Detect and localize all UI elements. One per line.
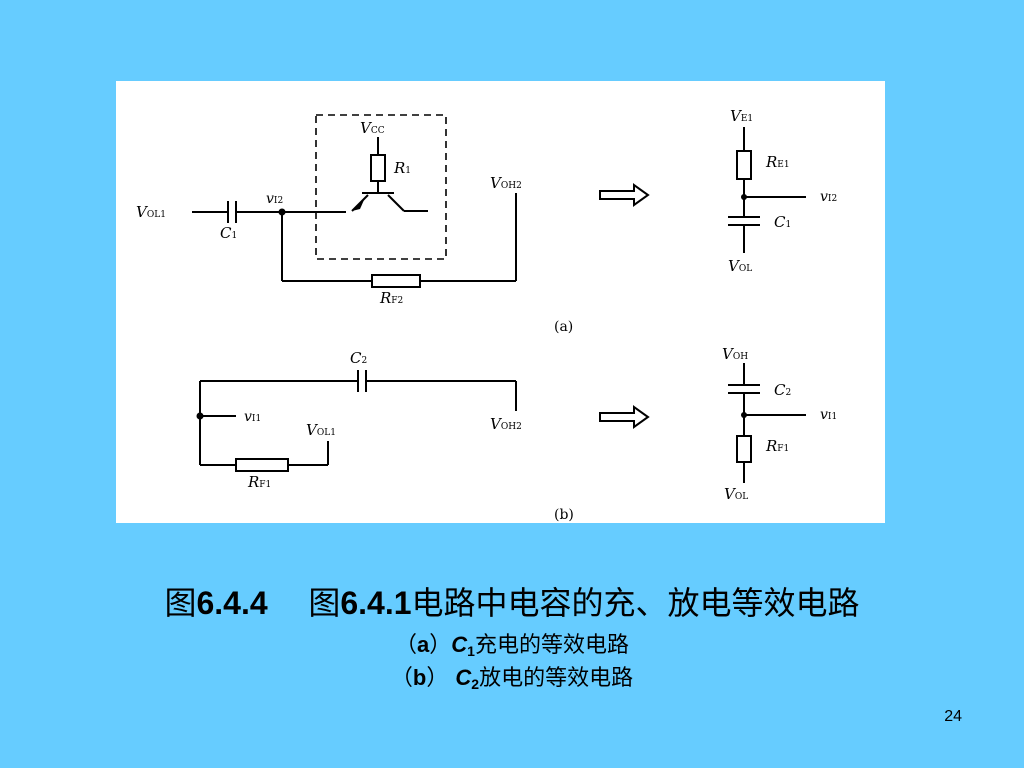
label-c1-eq: C1 [774, 213, 791, 231]
label-r1: R1 [393, 159, 411, 177]
caption-line-a: （a）C1充电的等效电路 [0, 627, 1024, 659]
figure-caption: 图6.4.4 图6.4.1电路中电容的充、放电等效电路 [0, 578, 1024, 624]
caption-line-b: （b） C2放电的等效电路 [0, 660, 1024, 692]
circuit-diagram: VOL1 C1 vI2 VCC R1 VOH2 RF2 (a) VE1 RE1 … [136, 107, 837, 523]
caption-b-cap: C [455, 665, 472, 690]
label-vol1-a: VOL1 [136, 203, 166, 221]
caption-ref-num: 6.4.1 [340, 585, 412, 621]
caption-b-letter: b [412, 665, 427, 690]
label-ve1: VE1 [730, 107, 753, 125]
label-rf1-b: RF1 [247, 473, 271, 491]
caption-a-text: 充电的等效电路 [474, 633, 629, 658]
label-c1-a: C1 [220, 224, 237, 242]
caption-fig-prefix: 图 [164, 584, 197, 622]
caption-ref-text: 电路中电容的充、放电等效电路 [411, 584, 860, 622]
caption-fig-num: 6.4.4 [196, 585, 268, 621]
caption-b-text: 放电的等效电路 [479, 666, 634, 691]
label-c2-b: C2 [350, 349, 367, 367]
label-vi2-eq: vI2 [820, 189, 837, 205]
label-vol-a: VOL [728, 257, 752, 275]
caption-b-close: ） [426, 666, 456, 691]
label-voh2-b: VOH2 [490, 415, 522, 433]
label-tag-a: (a) [554, 319, 573, 335]
label-vol1-b: VOL1 [306, 421, 336, 439]
label-rf2: RF2 [379, 289, 403, 307]
label-vi1-b: vI1 [244, 409, 261, 425]
caption-a-cap: C [451, 632, 468, 657]
caption-ref-prefix: 图 [308, 584, 341, 622]
circuit-figure: VOL1 C1 vI2 VCC R1 VOH2 RF2 (a) VE1 RE1 … [116, 81, 885, 523]
label-voh2-a: VOH2 [490, 174, 522, 192]
label-vi1-eq: vI1 [820, 407, 837, 423]
caption-a-open: （ [395, 633, 418, 658]
label-tag-b: (b) [554, 507, 574, 523]
label-vi2-a: vI2 [266, 191, 283, 207]
caption-a-letter: a [417, 632, 430, 657]
label-vcc: VCC [360, 119, 385, 137]
label-voh: VOH [722, 345, 748, 363]
caption-b-cap-sub: 2 [471, 676, 480, 692]
page-number: 24 [944, 708, 962, 725]
label-vol-b: VOL [724, 485, 748, 503]
caption-a-cap-sub: 1 [467, 643, 475, 659]
caption-a-close: ） [429, 633, 452, 658]
label-re1: RE1 [765, 153, 790, 171]
label-c2-eq: C2 [774, 381, 791, 399]
label-rf1-eq: RF1 [765, 437, 789, 455]
caption-b-open: （ [390, 666, 413, 691]
